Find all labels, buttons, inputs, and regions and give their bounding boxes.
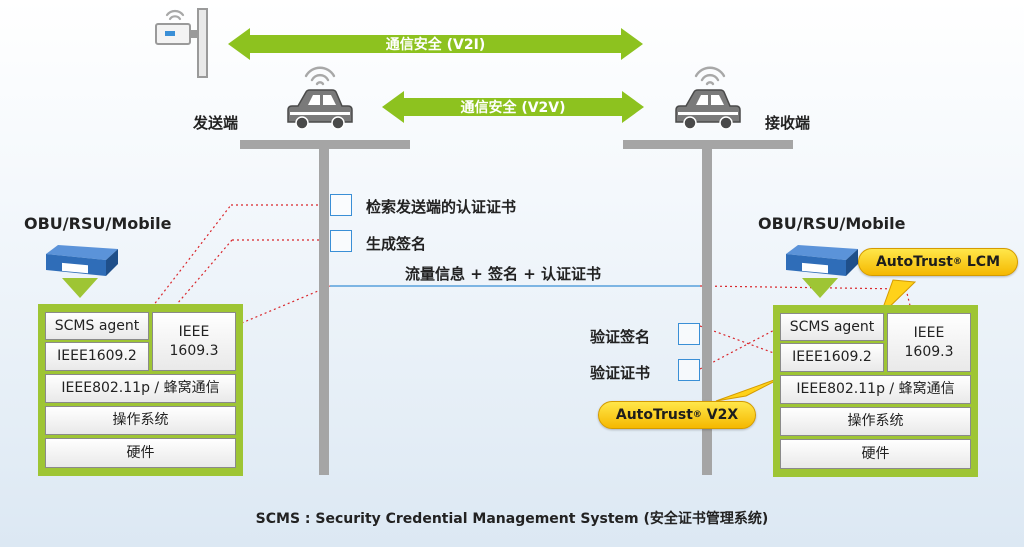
autotrust-v2x-badge: AutoTrust® V2X: [598, 401, 756, 429]
step-box-verify-sign: [678, 323, 700, 345]
receiver-os: 操作系统: [780, 407, 971, 436]
step-box-retrieve: [330, 194, 352, 216]
sender-ieee1609-2: IEEE1609.2: [45, 342, 149, 371]
receiver-ieee1609-3-line1: IEEE: [913, 324, 945, 341]
sender-title: 发送端: [193, 114, 239, 132]
v2x-registered-mark: ®: [692, 410, 702, 420]
sender-stack: SCMS agent IEEE1609.2 IEEE 1609.3 IEEE80…: [38, 304, 243, 476]
receiver-ieee1609-3: IEEE 1609.3: [887, 313, 971, 372]
link-1609-3-to-message: [236, 285, 331, 326]
receiver-ieee1609-2: IEEE1609.2: [780, 343, 884, 372]
v2i-arrow: [228, 28, 643, 60]
lcm-badge-suffix: LCM: [962, 254, 1001, 270]
step-generate-signature: 生成签名: [366, 235, 427, 253]
v2v-label: 通信安全 (V2V): [460, 100, 566, 116]
sender-ieee1609-3: IEEE 1609.3: [152, 312, 236, 371]
footer-note: SCMS : Security Credential Management Sy…: [255, 511, 769, 527]
receiver-title: 接收端: [765, 114, 811, 132]
receiver-pole: [702, 140, 712, 475]
sender-pole: [319, 140, 329, 475]
wifi-signal-icon: [694, 66, 726, 86]
step-verify-signature: 验证签名: [590, 328, 651, 346]
v2v-arrow: [382, 91, 644, 123]
sender-os: 操作系统: [45, 406, 236, 435]
lcm-badge-name: AutoTrust: [875, 254, 953, 270]
v2x-badge-name: AutoTrust: [615, 407, 693, 423]
obu-device-icon: [46, 245, 118, 298]
obu-device-icon: [786, 245, 858, 298]
sender-ieee1609-3-line2: 1609.3: [169, 342, 219, 359]
v2x-badge-pointer: [715, 375, 786, 402]
receiver-car-icon: [675, 89, 741, 130]
receiver-hardware: 硬件: [780, 439, 971, 469]
receiver-ieee1609-3-line2: 1609.3: [904, 343, 954, 360]
sender-scms-agent: SCMS agent: [45, 312, 149, 340]
link-message-to-receiver: [699, 285, 907, 290]
message-label: 流量信息 + 签名 + 认证证书: [405, 265, 602, 283]
lcm-registered-mark: ®: [953, 257, 962, 267]
wifi-signal-icon: [304, 66, 336, 86]
sender-hardware: 硬件: [45, 438, 236, 468]
step-retrieve-cert: 检索发送端的认证证书: [366, 198, 517, 216]
link-scms-to-retrieve: [145, 204, 232, 316]
step-box-verify-cert: [678, 359, 700, 381]
link-verify-sign: [699, 325, 783, 357]
sender-ieee80211p: IEEE802.11p / 蜂窝通信: [45, 374, 236, 403]
v2i-label: 通信安全 (V2I): [385, 37, 486, 53]
v2x-badge-suffix: V2X: [701, 407, 739, 423]
step-verify-cert: 验证证书: [590, 364, 651, 382]
link-verify-cert: [699, 325, 783, 370]
sender-car-icon: [287, 89, 353, 130]
receiver-stack: SCMS agent IEEE1609.2 IEEE 1609.3 IEEE80…: [773, 305, 978, 477]
step-box-sign: [330, 230, 352, 252]
roadside-unit-icon: [155, 8, 208, 78]
autotrust-lcm-badge: AutoTrust® LCM: [858, 248, 1018, 276]
sender-ieee1609-3-line1: IEEE: [178, 323, 210, 340]
receiver-ieee80211p: IEEE802.11p / 蜂窝通信: [780, 375, 971, 404]
receiver-scms-agent: SCMS agent: [780, 313, 884, 341]
receiver-device-title: OBU/RSU/Mobile: [758, 214, 906, 233]
sender-device-title: OBU/RSU/Mobile: [24, 214, 172, 233]
